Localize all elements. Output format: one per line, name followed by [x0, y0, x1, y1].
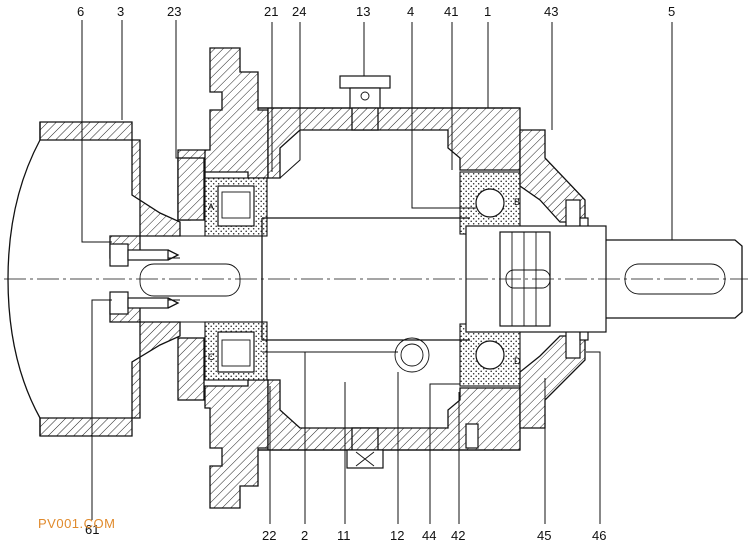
- inner-drum: [261, 217, 470, 373]
- label-3: 3: [117, 4, 124, 19]
- label-2: 2: [301, 528, 308, 543]
- part-labels-top: 6 3 23 21 24 13 4 41 1 43 5: [77, 4, 675, 19]
- label-22: 22: [262, 528, 276, 543]
- label-13: 13: [356, 4, 370, 19]
- main-casing: [258, 107, 521, 451]
- right-bearing-top: [459, 171, 521, 235]
- output-end-cap: [519, 129, 589, 429]
- label-6: 6: [77, 4, 84, 19]
- label-42: 42: [451, 528, 465, 543]
- corner-d: D: [514, 356, 521, 366]
- right-bearing-bottom: [459, 323, 521, 387]
- left-bearing-top: [204, 177, 268, 237]
- leader-lines: [81, 20, 673, 524]
- casing-lower-left-flange: [177, 337, 269, 509]
- label-1: 1: [484, 4, 491, 19]
- label-11: 11: [337, 528, 351, 543]
- part-labels-bottom: 61 22 2 11 12 44 42 45 46: [85, 522, 606, 543]
- label-41: 41: [444, 4, 458, 19]
- corner-a: A: [208, 202, 214, 212]
- bearing-corner-letters: A B C D: [208, 197, 521, 366]
- vent-plug: [339, 75, 391, 131]
- label-44: 44: [422, 528, 436, 543]
- corner-b: B: [514, 197, 520, 207]
- label-43: 43: [544, 4, 558, 19]
- drain-plug: [346, 427, 384, 469]
- label-21: 21: [264, 4, 278, 19]
- label-12: 12: [390, 528, 404, 543]
- corner-c: C: [208, 352, 215, 362]
- casing-upper-left-flange: [177, 47, 269, 221]
- label-24: 24: [292, 4, 306, 19]
- label-46: 46: [592, 528, 606, 543]
- label-45: 45: [537, 528, 551, 543]
- left-bearing-bottom: [204, 321, 268, 381]
- label-61: 61: [85, 522, 99, 537]
- label-4: 4: [407, 4, 414, 19]
- label-5: 5: [668, 4, 675, 19]
- label-23: 23: [167, 4, 181, 19]
- watermark: PV001.COM: [38, 516, 115, 531]
